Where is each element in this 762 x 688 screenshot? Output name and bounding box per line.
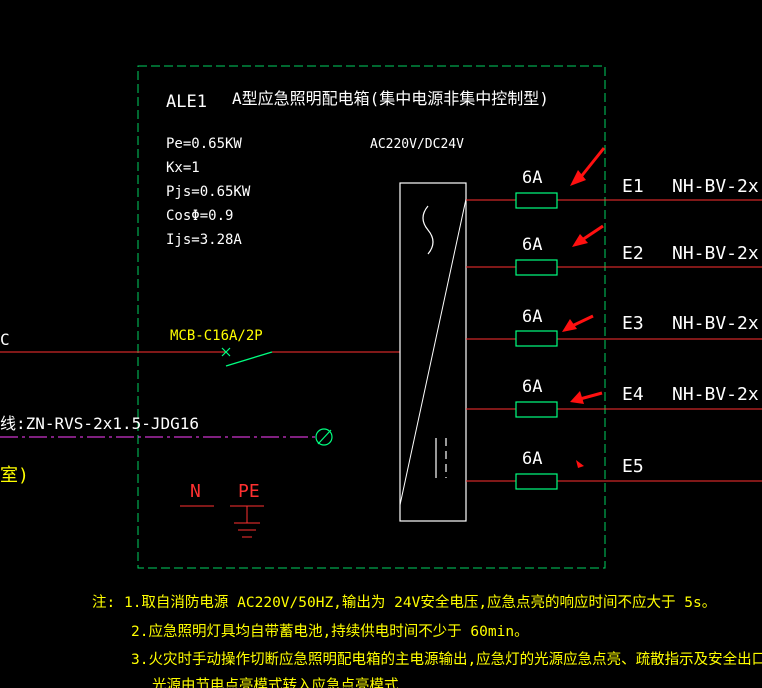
circuit-e2-rating: 6A bbox=[522, 235, 542, 255]
circuit-e4-rating: 6A bbox=[522, 377, 542, 397]
arrow-e2-icon bbox=[572, 224, 604, 247]
note-line-4: 光源由节电点亮模式转入应急点亮模式 bbox=[152, 676, 399, 688]
circuit-e1-cable: NH-BV-2x bbox=[672, 176, 759, 197]
signal-terminal-slash bbox=[317, 429, 332, 445]
circuit-e1-fuse bbox=[515, 192, 558, 209]
param-ijs: Ijs=3.28A bbox=[166, 232, 242, 248]
breaker-cross-b bbox=[221, 347, 231, 357]
circuit-e3-fuse bbox=[515, 330, 558, 347]
earth-label: PE bbox=[238, 481, 260, 502]
arrow-e1-icon bbox=[570, 147, 606, 186]
param-cos: CosΦ=0.9 bbox=[166, 208, 233, 224]
circuit-e4-cable: NH-BV-2x bbox=[672, 384, 759, 405]
arrow-e5-icon bbox=[576, 460, 584, 468]
circuit-e3-cable: NH-BV-2x bbox=[672, 313, 759, 334]
signal-line-label: 线:ZN-RVS-2x1.5-JDG16 bbox=[0, 414, 199, 433]
panel-title: A型应急照明配电箱(集中电源非集中控制型) bbox=[232, 89, 549, 108]
arrow-e3-icon bbox=[562, 314, 594, 332]
ac-symbol-icon bbox=[422, 205, 434, 255]
signal-terminal bbox=[315, 428, 333, 446]
room-note: 室) bbox=[0, 465, 29, 486]
circuit-e3-rating: 6A bbox=[522, 307, 542, 327]
circuit-e2-id: E2 bbox=[622, 243, 644, 264]
param-pjs: Pjs=0.65KW bbox=[166, 184, 251, 200]
neutral-label: N bbox=[190, 481, 201, 502]
arrow-e4-icon bbox=[570, 391, 603, 404]
emergency-power-unit bbox=[399, 182, 467, 522]
breaker-contact bbox=[225, 351, 273, 367]
unit-diagonal bbox=[399, 198, 467, 506]
circuit-e1-id: E1 bbox=[622, 176, 644, 197]
panel-name: ALE1 bbox=[166, 92, 207, 112]
param-kx: Kx=1 bbox=[166, 160, 200, 176]
circuit-e2-cable: NH-BV-2x bbox=[672, 243, 759, 264]
breaker-label: MCB-C16A/2P bbox=[170, 328, 263, 344]
note-line-2: 2.应急照明灯具均自带蓄电池,持续供电时间不少于 60min。 bbox=[131, 622, 529, 640]
circuit-e2-fuse bbox=[515, 259, 558, 276]
voltage-label: AC220V/DC24V bbox=[370, 137, 464, 152]
circuit-e4-fuse bbox=[515, 401, 558, 418]
circuit-e5-id: E5 bbox=[622, 456, 644, 477]
incoming-label: C bbox=[0, 330, 10, 349]
param-pe: Pe=0.65KW bbox=[166, 136, 242, 152]
note-line-1: 注: 1.取自消防电源 AC220V/50HZ,输出为 24V安全电压,应急点亮… bbox=[92, 593, 716, 611]
circuit-e5-rating: 6A bbox=[522, 449, 542, 469]
panel-frame bbox=[137, 65, 606, 569]
circuit-e4-id: E4 bbox=[622, 384, 644, 405]
ground-icon bbox=[230, 505, 264, 538]
circuit-e1-rating: 6A bbox=[522, 168, 542, 188]
note-line-3: 3.火灾时手动操作切断应急照明配电箱的主电源输出,应急灯的光源应急点亮、疏散指示… bbox=[131, 650, 762, 668]
circuit-e3-id: E3 bbox=[622, 313, 644, 334]
circuit-e5-fuse bbox=[515, 473, 558, 490]
